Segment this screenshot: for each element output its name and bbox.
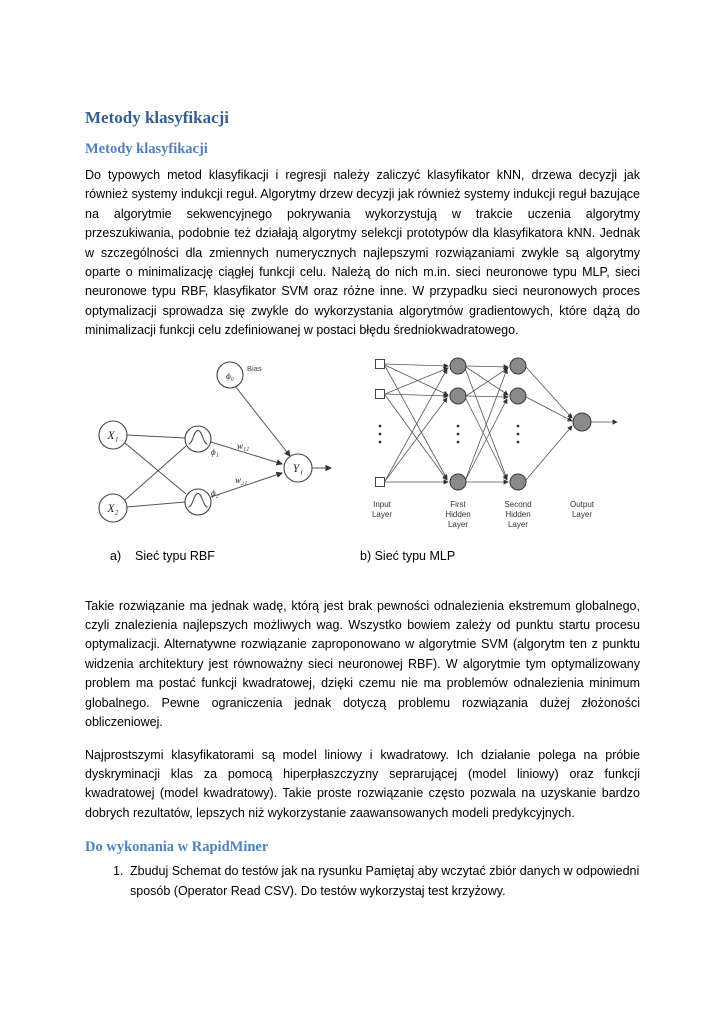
rbf-x2-label: X₂ (106, 503, 118, 515)
figure-caption-b: b) Sieć typu MLP (360, 548, 456, 563)
mlp-first-hidden-layer-label: First Hidden Layer (445, 499, 471, 529)
rbf-connections (124, 385, 332, 508)
figure-captions: a) Sieć typu RBF b) Sieć typu MLP (85, 549, 640, 567)
mlp-second-hidden-layer-label: Second Hidden Layer (504, 499, 532, 529)
rbf-w21-label: w₂₁ (235, 475, 247, 485)
rbf-network-diagram: ϕ₀ Bias X₁ X₂ ϕ₁ ϕ₂ w₁₁ w₂₁ Y₁ (98, 361, 332, 523)
rbf-hidden-node-1 (184, 425, 212, 453)
rbf-phi1-label: ϕ₁ (211, 447, 219, 457)
gaussian-curve-icon (188, 492, 208, 508)
task-list-item-1: 1. Zbuduj Schemat do testów jak na rysun… (85, 862, 640, 901)
figure-caption-a: a) Sieć typu RBF (110, 548, 215, 563)
gaussian-curve-icon (188, 429, 208, 445)
task-text: Zbuduj Schemat do testów jak na rysunku … (130, 864, 640, 898)
document-page: Metody klasyfikacji Metody klasyfikacji … (85, 108, 640, 901)
rbf-w11-label: w₁₁ (237, 441, 249, 451)
rbf-phi0-label: ϕ₀ (226, 371, 234, 381)
mlp-network-diagram (375, 357, 618, 491)
paragraph-after-figure: Takie rozwiązanie ma jednak wadę, którą … (85, 598, 640, 730)
rbf-output-node (283, 453, 313, 483)
rbf-x1-label: X₁ (106, 430, 118, 442)
task-number: 1. (113, 864, 124, 879)
section-heading-rapidminer: Do wykonania w RapidMiner (85, 839, 269, 856)
paragraph-intro: Do typowych metod klasyfikacji i regresj… (85, 168, 640, 338)
paragraph-classifiers: Najprostszymi klasyfikatorami są model l… (85, 747, 640, 820)
rbf-bias-node (216, 361, 244, 389)
rbf-hidden-node-2 (184, 488, 212, 516)
rbf-input-node-x2 (98, 493, 128, 523)
mlp-input-layer-label: Input Layer (371, 499, 392, 519)
rbf-y1-label: Y₁ (293, 463, 303, 475)
mlp-input-layer-nodes (375, 358, 385, 487)
mlp-hidden-layer-2-nodes (509, 357, 527, 491)
mlp-hidden-layer-1-nodes (449, 357, 467, 491)
figure-neural-networks: ϕ₀ Bias X₁ X₂ ϕ₁ ϕ₂ w₁₁ w₂₁ Y₁ (85, 354, 640, 546)
rbf-bias-label: Bias (247, 364, 262, 373)
rbf-phi2-label: ϕ₂ (211, 488, 219, 498)
page-title: Metody klasyfikacji (85, 108, 230, 127)
mlp-output-layer-label: Output Layer (569, 499, 594, 519)
rbf-input-node-x1 (98, 420, 128, 450)
mlp-connections (384, 362, 618, 485)
section-heading-metody-klasyfikacji: Metody klasyfikacji (85, 141, 208, 157)
mlp-output-layer-nodes (572, 412, 592, 432)
rbf-nodes (98, 361, 313, 523)
